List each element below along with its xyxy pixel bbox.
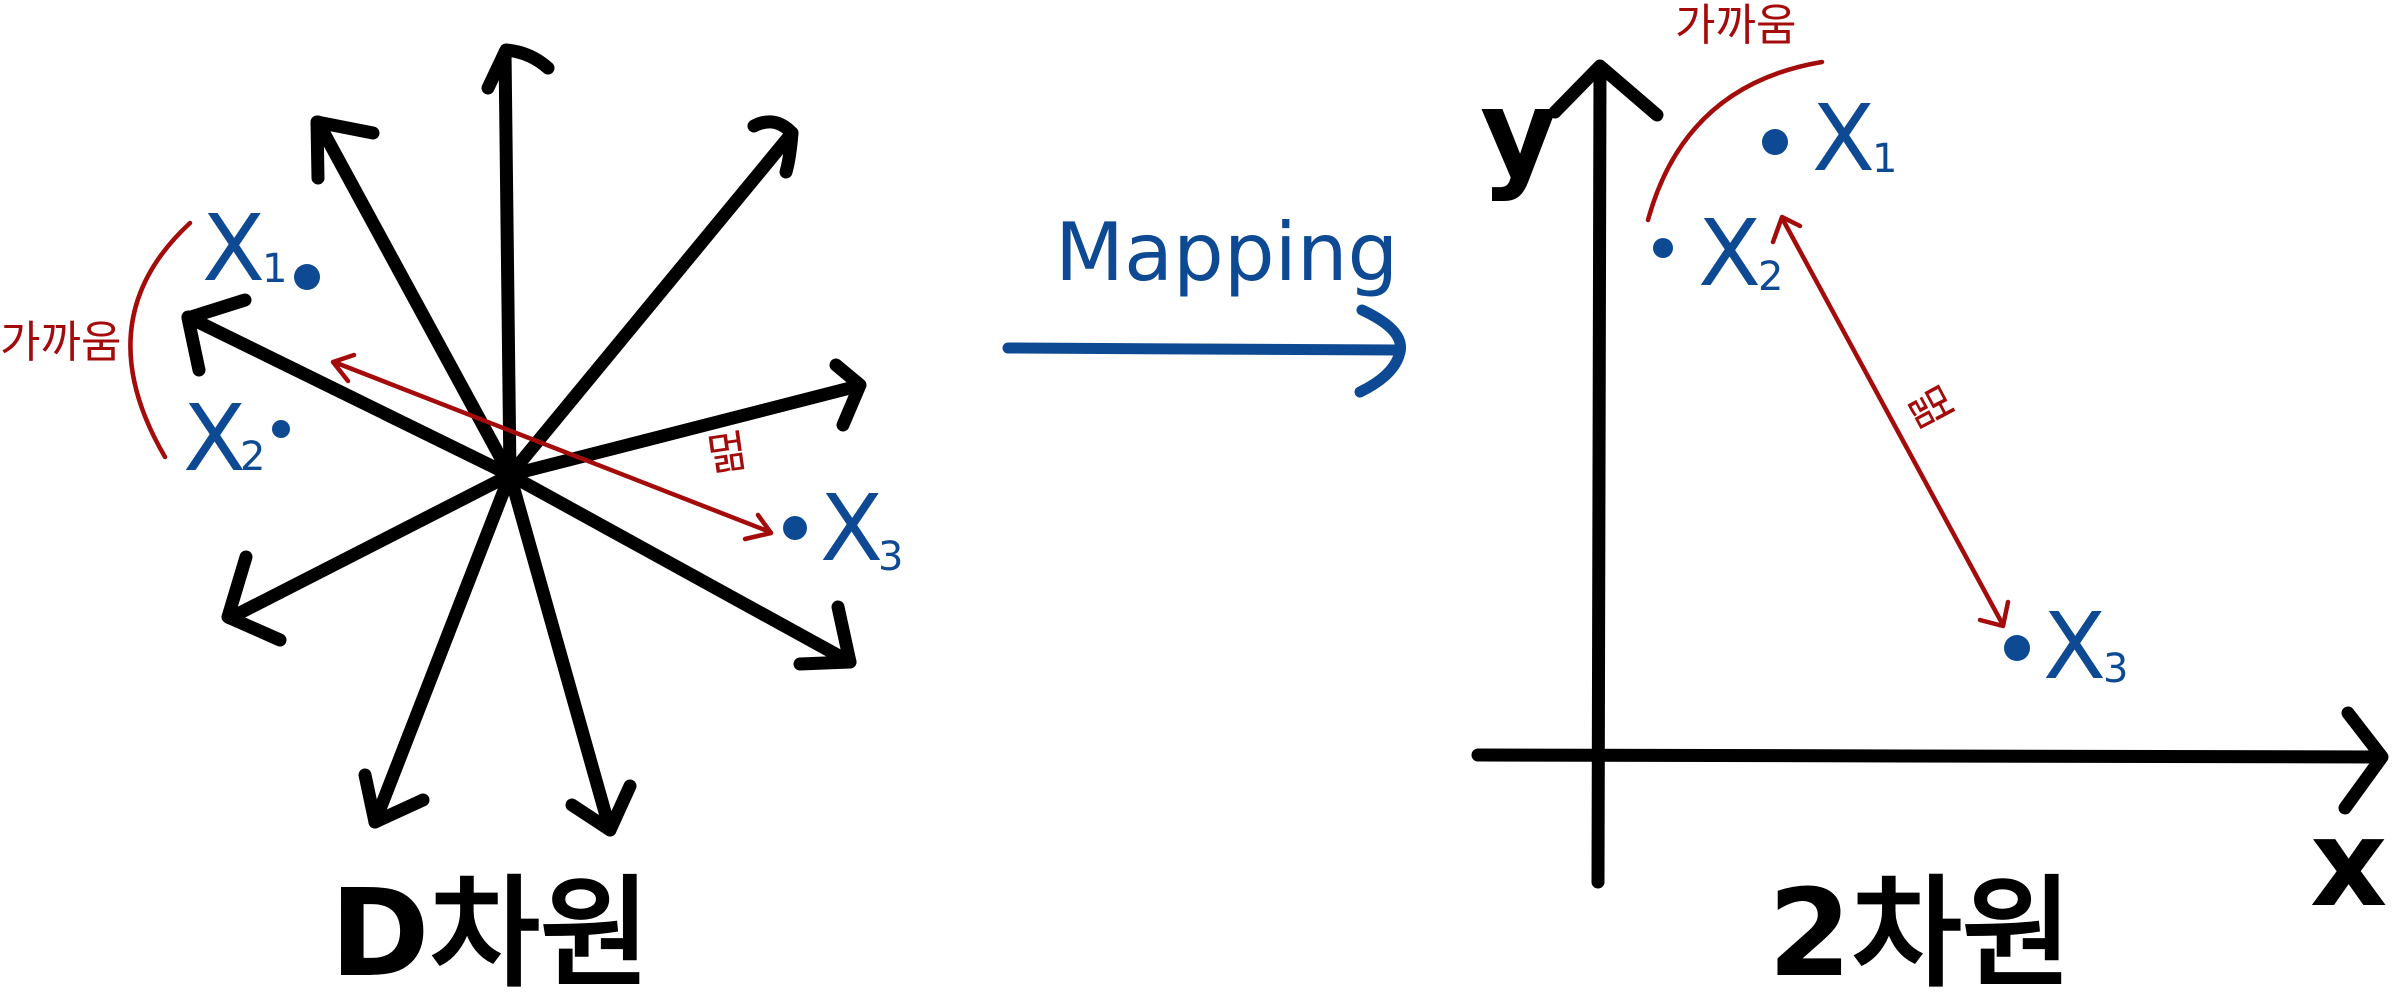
label-x2-right-name: X <box>1698 200 1761 307</box>
point-x1-left <box>294 264 320 290</box>
near-arc-right <box>1645 59 1825 223</box>
point-x2-right <box>1653 238 1673 258</box>
y-axis <box>1591 61 1607 889</box>
d-dimensional-axes <box>181 43 867 837</box>
axis-right <box>503 379 865 482</box>
arrowhead-down <box>565 779 637 837</box>
far-label-left: 멂 <box>704 426 751 482</box>
near-label-left: 가까움 <box>0 317 121 368</box>
near-arc-left <box>128 220 193 460</box>
far-arrowhead-right-a <box>1770 214 1803 245</box>
point-x2-left <box>272 420 290 438</box>
label-x1-left-name: X <box>202 195 265 302</box>
label-x2-left-sub: 2 <box>240 434 265 480</box>
mapping-arrowhead <box>1354 304 1406 398</box>
arrowhead-left <box>181 293 252 377</box>
label-x3-left: X 3 <box>820 475 903 582</box>
near-label-right: 가까움 <box>1675 0 1796 51</box>
x-axis-label: x <box>2310 795 2387 934</box>
axis-down-left <box>223 468 517 625</box>
two-dimension-label: 2차원 <box>1768 865 2072 1000</box>
arrowhead-up-left <box>310 115 380 185</box>
label-x3-left-name: X <box>820 475 883 582</box>
axis-up <box>498 45 517 482</box>
label-x2-left: X 2 <box>183 385 265 492</box>
label-x1-right: X 1 <box>1812 85 1897 192</box>
x-axis <box>1471 748 2387 764</box>
far-arrowhead-right-b <box>1977 599 2011 629</box>
far-label-right: 멂 <box>1897 378 1961 438</box>
label-x1-left: X 1 <box>202 195 287 302</box>
label-x1-left-sub: 1 <box>262 246 287 292</box>
label-x1-right-sub: 1 <box>1872 136 1897 182</box>
left-panel: 가까움 멂 X 1 X 2 X 3 D차원 <box>0 43 903 1000</box>
far-line-right <box>1779 215 2006 628</box>
axis-up-right <box>503 126 799 482</box>
label-x3-right-name: X <box>2043 593 2106 700</box>
arrowhead-up <box>481 43 555 95</box>
label-x2-right-sub: 2 <box>1758 254 1783 300</box>
point-x3-right <box>2004 635 2030 661</box>
d-dimension-label: D차원 <box>330 865 650 1000</box>
label-x1-right-name: X <box>1812 85 1875 192</box>
far-arrowhead-left-b <box>742 512 774 542</box>
axis-down-left-2 <box>368 468 517 829</box>
point-x1-right <box>1762 129 1788 155</box>
mapping-arrow-group: Mapping <box>1002 206 1406 398</box>
far-arrowhead-left-a <box>330 352 357 384</box>
right-panel: y x 가까움 멂 X 1 X 2 X 3 2차원 <box>1471 0 2389 1000</box>
axis-left <box>181 310 517 482</box>
y-axis-label: y <box>1480 65 1558 204</box>
arrowhead-up-right <box>747 115 799 179</box>
y-axis-arrowhead <box>1548 59 1664 122</box>
arrowhead-down-left-2 <box>358 768 430 829</box>
axis-down-right <box>503 468 857 669</box>
x-axis-arrowhead <box>2338 706 2389 815</box>
axis-down <box>503 468 617 837</box>
label-x3-left-sub: 3 <box>878 534 903 580</box>
far-line-left <box>331 359 773 535</box>
label-x3-right-sub: 3 <box>2103 646 2128 692</box>
arrowhead-down-right <box>793 600 857 671</box>
mapping-label: Mapping <box>1055 206 1398 299</box>
label-x2-left-name: X <box>183 385 246 492</box>
mapping-arrow-shaft <box>1002 342 1404 356</box>
arrowhead-down-left <box>221 550 287 647</box>
label-x2-right: X 2 <box>1698 200 1783 307</box>
arrowhead-right <box>829 358 867 432</box>
point-x3-left <box>783 516 807 540</box>
label-x3-right: X 3 <box>2043 593 2128 700</box>
